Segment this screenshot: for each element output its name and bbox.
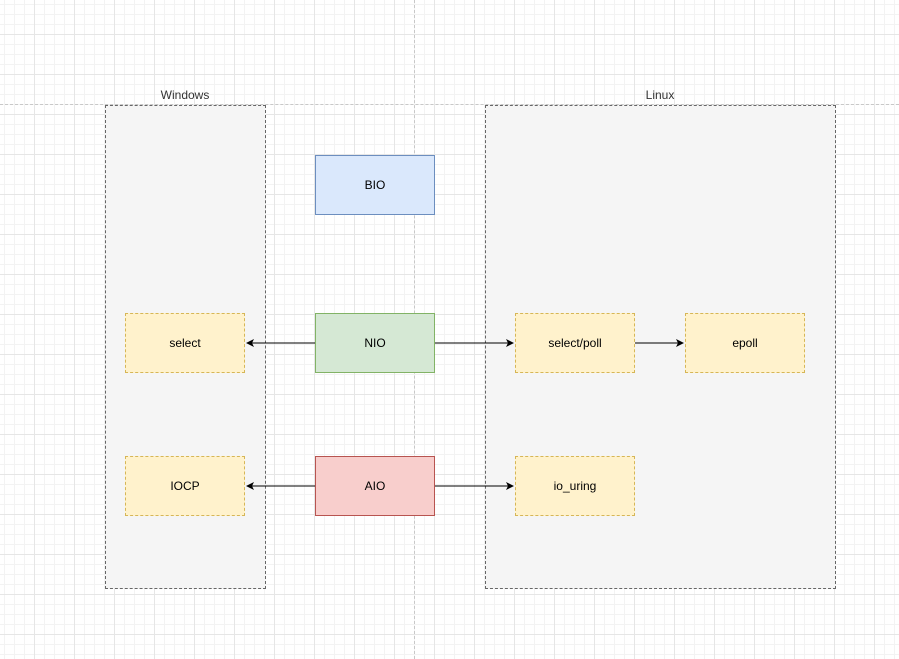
node-nio-label: NIO bbox=[364, 336, 386, 350]
node-iocp-label: IOCP bbox=[170, 479, 200, 493]
node-epoll[interactable]: epoll bbox=[685, 313, 805, 373]
node-io-uring[interactable]: io_uring bbox=[515, 456, 635, 516]
linux-group-title: Linux bbox=[645, 88, 675, 102]
node-epoll-label: epoll bbox=[732, 336, 758, 350]
node-select-poll[interactable]: select/poll bbox=[515, 313, 635, 373]
page-guide-horizontal bbox=[0, 104, 899, 105]
node-nio[interactable]: NIO bbox=[315, 313, 435, 373]
node-aio[interactable]: AIO bbox=[315, 456, 435, 516]
node-io-uring-label: io_uring bbox=[553, 479, 597, 493]
node-bio[interactable]: BIO bbox=[315, 155, 435, 215]
node-select[interactable]: select bbox=[125, 313, 245, 373]
node-iocp[interactable]: IOCP bbox=[125, 456, 245, 516]
node-bio-label: BIO bbox=[364, 178, 386, 192]
node-select-poll-label: select/poll bbox=[548, 336, 602, 350]
windows-group-title: Windows bbox=[160, 88, 210, 102]
node-select-label: select bbox=[169, 336, 201, 350]
node-aio-label: AIO bbox=[364, 479, 386, 493]
